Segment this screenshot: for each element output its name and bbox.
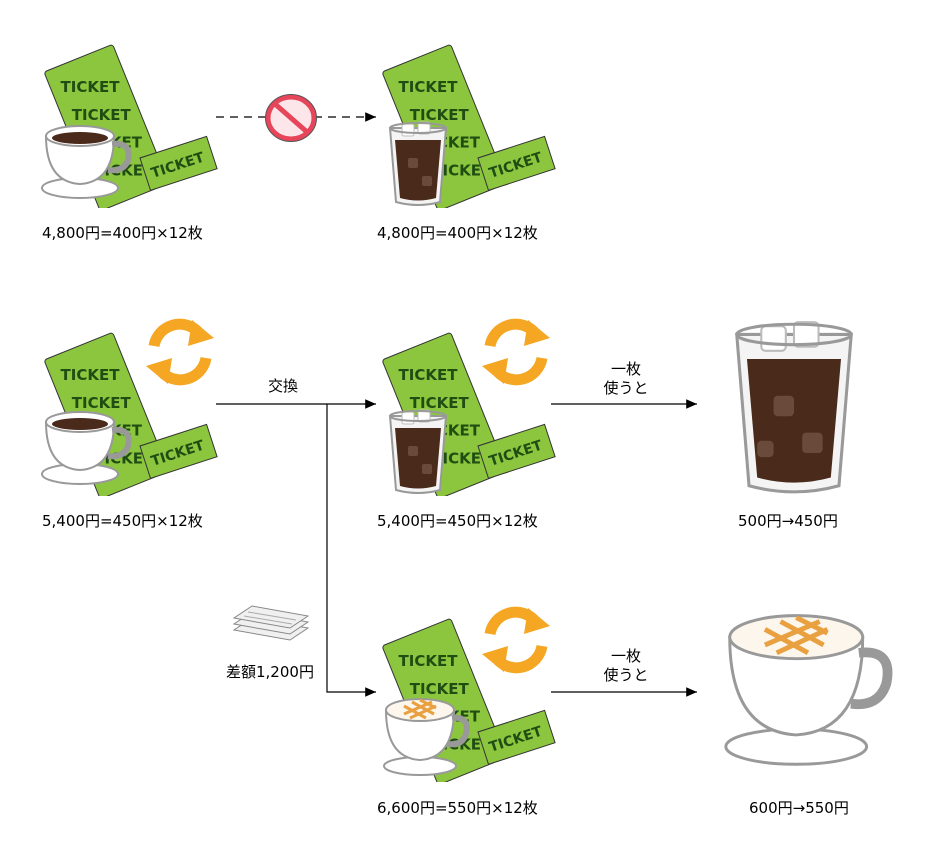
- caption-row3-price: 600円→550円: [749, 799, 849, 817]
- latte-large-icon: [724, 614, 893, 766]
- svg-text:TICKET: TICKET: [61, 78, 121, 96]
- caption-difference: 差額1,200円: [226, 663, 314, 681]
- svg-text:TICKET: TICKET: [432, 449, 492, 467]
- svg-text:TICKET: TICKET: [399, 366, 459, 384]
- caption-row3-latte: 6,600円=550円×12枚: [377, 799, 538, 817]
- edge-label-use-1: 一枚 使うと: [594, 360, 658, 398]
- edge-label-use-2-line1: 一枚: [610, 647, 641, 665]
- edge-label-use-1-line2: 使うと: [603, 379, 649, 397]
- edge-label-exchange: 交換: [267, 377, 298, 395]
- iced-coffee-large-icon: [735, 321, 853, 494]
- edge-label-use-2: 一枚 使うと: [594, 647, 658, 685]
- caption-row2-coffee: 5,400円=450円×12枚: [42, 512, 203, 530]
- svg-text:TICKET: TICKET: [432, 161, 492, 179]
- svg-text:TICKET: TICKET: [399, 652, 459, 670]
- branch-line: [326, 404, 376, 697]
- latte-icon: [383, 698, 470, 776]
- money-stack-icon: [232, 605, 310, 641]
- exchange-cycle-icon-3: [482, 606, 550, 674]
- prohibited-icon: [265, 94, 317, 142]
- hot-coffee-icon-1: [41, 125, 132, 199]
- svg-text:TICKET: TICKET: [61, 366, 121, 384]
- caption-row2-iced: 5,400円=450円×12枚: [377, 512, 538, 530]
- svg-text:TICKET: TICKET: [410, 106, 470, 124]
- svg-text:TICKET: TICKET: [72, 394, 132, 412]
- iced-coffee-icon-2: [388, 409, 448, 494]
- svg-text:TICKET: TICKET: [72, 106, 132, 124]
- caption-row1-coffee: 4,800円=400円×12枚: [42, 224, 203, 242]
- exchange-cycle-icon-2: [482, 318, 550, 386]
- exchange-cycle-icon-1: [146, 318, 214, 386]
- hot-coffee-icon-2: [41, 411, 132, 485]
- svg-text:TICKET: TICKET: [399, 78, 459, 96]
- svg-text:TICKET: TICKET: [410, 680, 470, 698]
- caption-row2-price: 500円→450円: [738, 512, 838, 530]
- edge-label-use-1-line1: 一枚: [610, 360, 641, 378]
- edge-label-use-2-line2: 使うと: [603, 666, 649, 684]
- iced-coffee-icon-1: [388, 121, 448, 206]
- caption-row1-iced: 4,800円=400円×12枚: [377, 224, 538, 242]
- svg-text:TICKET: TICKET: [410, 394, 470, 412]
